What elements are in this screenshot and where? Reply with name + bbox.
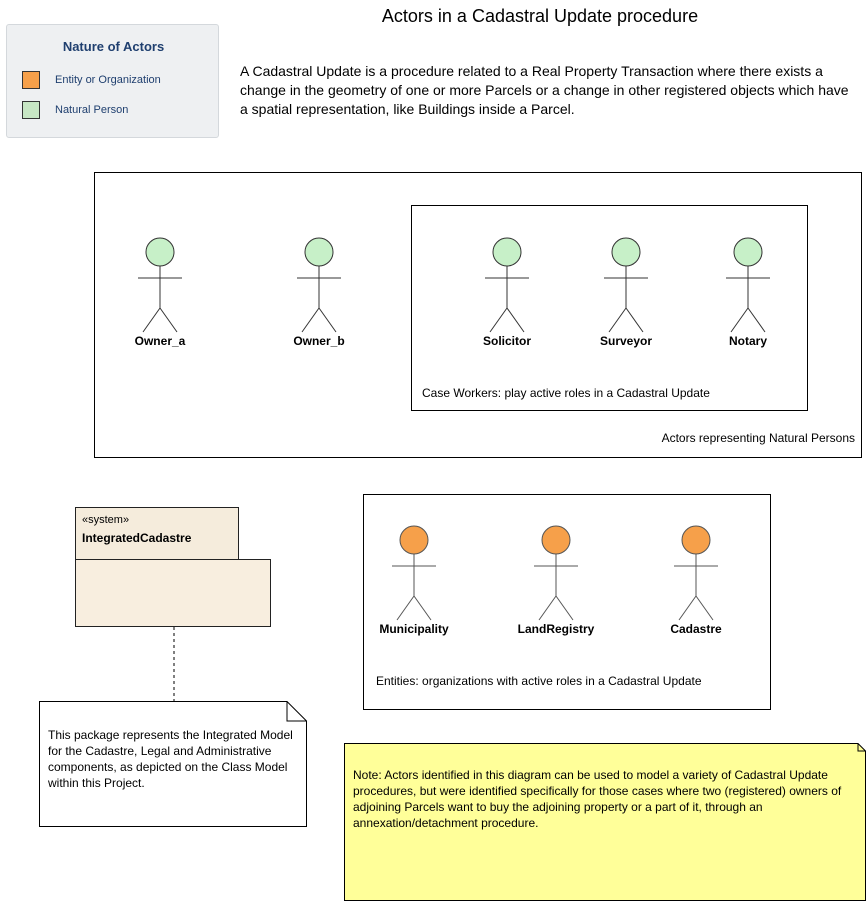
- natural-person-actor-icon: [726, 237, 770, 333]
- yellow-note-text: Note: Actors identified in this diagram …: [353, 768, 842, 830]
- actor-name: Owner_a: [134, 334, 186, 348]
- natural-persons-boundary[interactable]: Actors representing Natural Persons: [94, 172, 862, 458]
- case-workers-boundary[interactable]: Case Workers: play active roles in a Cad…: [411, 205, 808, 411]
- actor-municipality[interactable]: Municipality: [359, 524, 469, 664]
- actor-name: Surveyor: [599, 334, 653, 348]
- actor-name: Municipality: [379, 622, 449, 636]
- organization-actor-icon: [674, 525, 718, 621]
- natural-person-actor-icon: [485, 237, 529, 333]
- legend-label-natural-person: Natural Person: [55, 104, 129, 116]
- actor-name: Notary: [728, 334, 767, 348]
- actor-surveyor[interactable]: Surveyor: [571, 236, 681, 376]
- legend-title: Nature of Actors: [62, 39, 165, 54]
- case-workers-boundary-label: Case Workers: play active roles in a Cad…: [422, 386, 710, 400]
- legend-swatch-organization: [22, 71, 40, 89]
- diagram-title: Actors in a Cadastral Update procedure: [381, 6, 699, 26]
- diagram-description: A Cadastral Update is a procedure relate…: [240, 63, 849, 117]
- natural-person-actor-icon: [297, 237, 341, 333]
- package-note-shape: [39, 701, 307, 827]
- legend-swatch-natural-person: [22, 101, 40, 119]
- actor-notary[interactable]: Notary: [693, 236, 803, 376]
- actor-cadastre[interactable]: Cadastre: [641, 524, 751, 664]
- actor-owner-a[interactable]: Owner_a: [105, 236, 215, 376]
- natural-person-actor-icon: [604, 237, 648, 333]
- legend: Nature of Actors Entity or Organization …: [6, 24, 219, 138]
- organization-actor-icon: [534, 525, 578, 621]
- natural-person-actor-icon: [138, 237, 182, 333]
- actor-name: LandRegistry: [517, 622, 595, 636]
- entities-boundary[interactable]: Entities: organizations with active role…: [363, 494, 771, 710]
- actor-solicitor[interactable]: Solicitor: [452, 236, 562, 376]
- note-connector: [173, 627, 175, 703]
- actor-name: Solicitor: [482, 334, 531, 348]
- natural-persons-boundary-label: Actors representing Natural Persons: [661, 431, 855, 445]
- actor-name: Owner_b: [293, 334, 345, 348]
- organization-actor-icon: [392, 525, 436, 621]
- package-tab[interactable]: «system» IntegratedCadastre: [75, 507, 239, 560]
- package-note-text: This package represents the Integrated M…: [48, 728, 293, 790]
- package-name: IntegratedCadastre: [82, 531, 192, 545]
- actor-name: Cadastre: [670, 622, 722, 636]
- entities-boundary-label: Entities: organizations with active role…: [376, 674, 702, 688]
- legend-label-organization: Entity or Organization: [55, 74, 161, 86]
- package-body[interactable]: [75, 559, 271, 627]
- package-stereotype: «system»: [82, 514, 130, 526]
- actor-landregistry[interactable]: LandRegistry: [501, 524, 611, 664]
- actor-owner-b[interactable]: Owner_b: [264, 236, 374, 376]
